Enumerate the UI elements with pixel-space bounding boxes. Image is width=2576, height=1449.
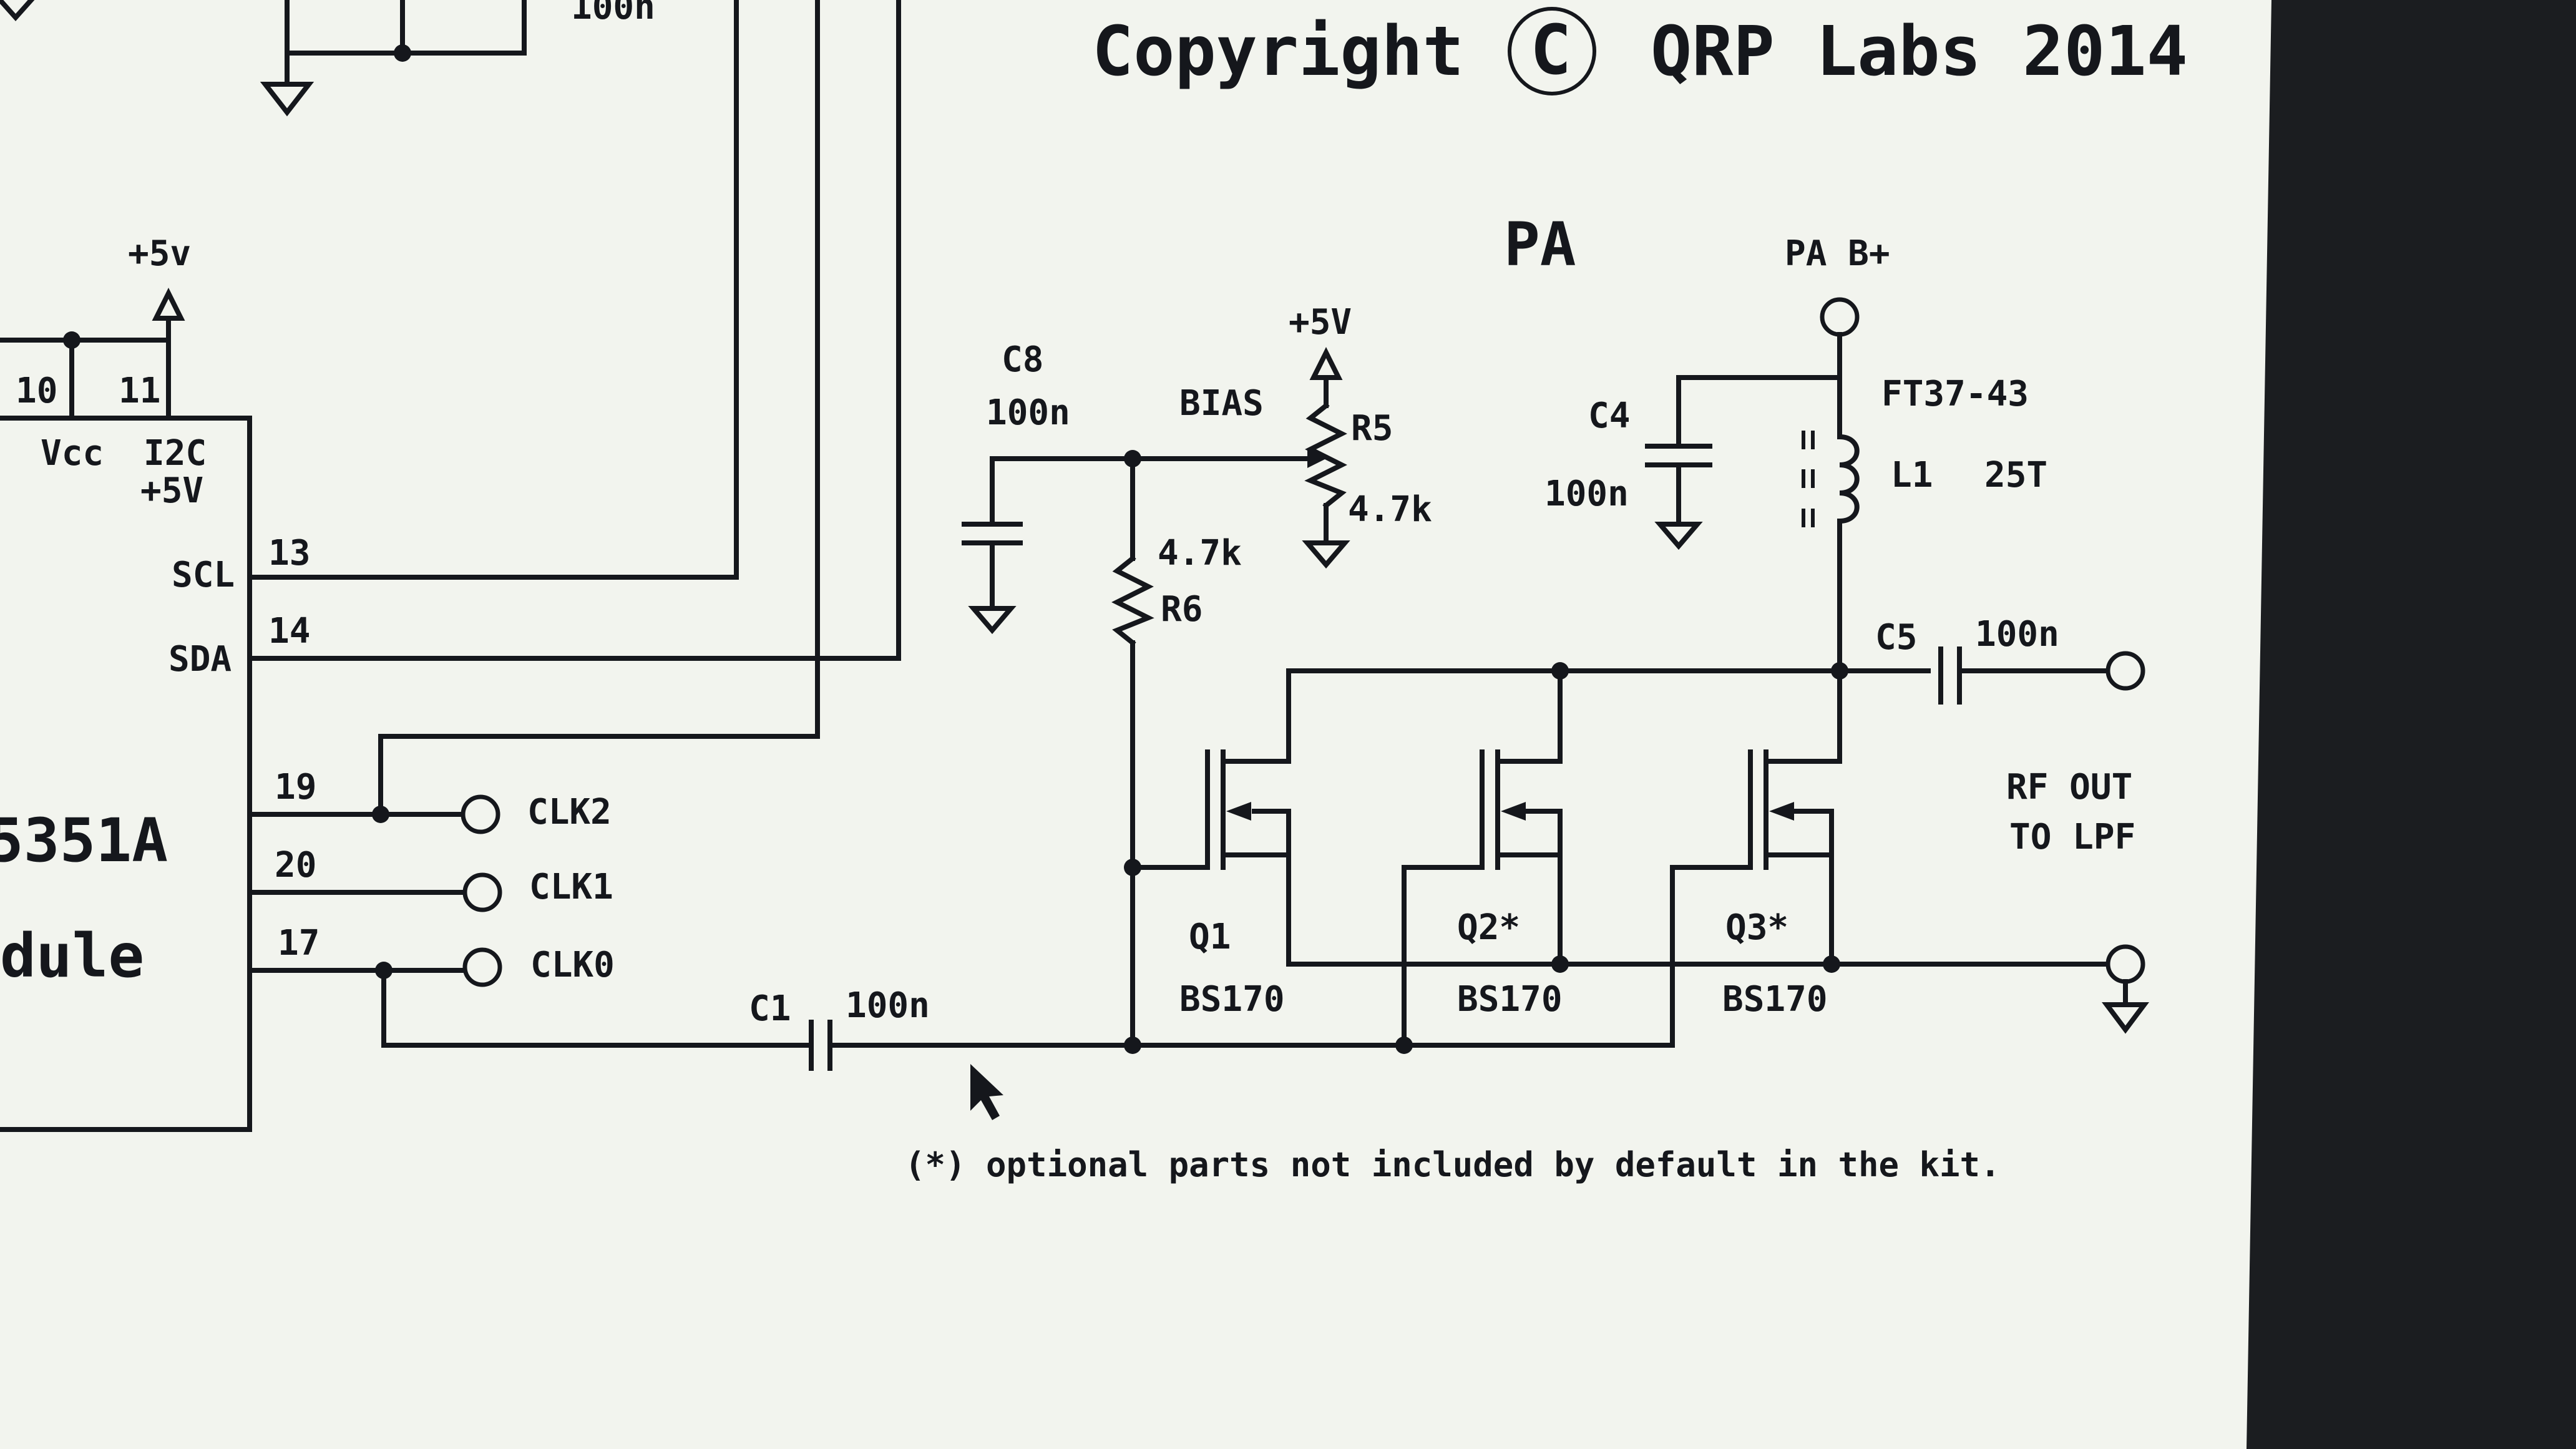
footnote: (*) optional parts not included by defau… bbox=[905, 1145, 2001, 1184]
r6-value: 4.7k bbox=[1158, 533, 1242, 573]
pin-14-number: 14 bbox=[268, 611, 310, 651]
right-bezel bbox=[2247, 0, 2576, 1449]
company-name: QRP Labs 2014 bbox=[1651, 11, 2188, 91]
pin-11-label: 11 bbox=[119, 371, 160, 411]
module-name: 5351A bbox=[0, 806, 168, 876]
q2-gate-wire bbox=[1402, 749, 1485, 1048]
rf-out-terminal bbox=[2105, 651, 2145, 691]
supply-junction bbox=[63, 331, 80, 349]
sda-wire bbox=[247, 0, 901, 661]
rf-out-line1: RF OUT bbox=[2006, 767, 2132, 807]
c1-left-wire bbox=[381, 968, 814, 1048]
pa-supply-terminal bbox=[1820, 297, 1860, 337]
r5-zigzag bbox=[1304, 402, 1347, 509]
q2-body bbox=[1523, 809, 1563, 857]
section-title: PA bbox=[1504, 210, 1576, 280]
top-fragment-value: 100n bbox=[571, 0, 655, 27]
c8-ground-symbol bbox=[968, 606, 1017, 635]
copyright-text: Copyright bbox=[1092, 11, 1464, 91]
c5-ref: C5 bbox=[1875, 617, 1917, 658]
top-left-corner bbox=[0, 0, 35, 22]
q1-body-arrow bbox=[1226, 802, 1251, 821]
clk2-terminal bbox=[461, 794, 500, 834]
q3-body-arrow bbox=[1769, 802, 1794, 821]
clk0-terminal bbox=[462, 947, 502, 987]
c4-value: 100n bbox=[1544, 474, 1629, 514]
vcc-label: Vcc bbox=[41, 433, 104, 474]
pin-17-number: 17 bbox=[278, 923, 320, 964]
q2-body-arrow bbox=[1501, 802, 1526, 821]
source-junction-q2 bbox=[1551, 955, 1569, 973]
clk0-label: CLK0 bbox=[530, 945, 615, 985]
clk1-terminal bbox=[462, 872, 502, 912]
module-sub: dule bbox=[0, 921, 144, 991]
clk2-label: CLK2 bbox=[527, 792, 612, 832]
copyright-circle bbox=[1508, 7, 1596, 95]
pa-supply-label: PA B+ bbox=[1785, 233, 1890, 274]
rf-out-line2: TO LPF bbox=[2009, 817, 2135, 857]
c8-ref: C8 bbox=[1002, 339, 1043, 380]
bias-label: BIAS bbox=[1179, 383, 1264, 424]
module-box bbox=[0, 416, 252, 1132]
mouse-pointer bbox=[970, 1064, 1003, 1120]
l1-core: FT37-43 bbox=[1881, 374, 2029, 414]
q1-ref: Q1 bbox=[1189, 917, 1231, 957]
c5-value: 100n bbox=[1975, 614, 2059, 655]
q1-part: BS170 bbox=[1179, 979, 1285, 1020]
r5-ref: R5 bbox=[1351, 408, 1393, 449]
module-plus5v-label: +5v bbox=[128, 233, 191, 274]
copyright-symbol: C bbox=[1530, 10, 1571, 90]
pin-19-number: 19 bbox=[275, 767, 316, 807]
scl-label: SCL bbox=[172, 555, 235, 595]
scl-wire bbox=[247, 0, 739, 580]
q3-gate-wire bbox=[1130, 749, 1753, 1048]
q3-body bbox=[1792, 809, 1834, 857]
c4-ground-symbol bbox=[1654, 522, 1703, 550]
r5-value: 4.7k bbox=[1348, 489, 1432, 530]
r5-ground-symbol bbox=[1302, 540, 1350, 569]
q1-body bbox=[1252, 809, 1291, 857]
q2-drain bbox=[1495, 668, 1563, 764]
clk2-junction bbox=[372, 806, 389, 823]
i2c-supply-label: +5V bbox=[140, 471, 203, 511]
pin-13-number: 13 bbox=[268, 533, 310, 573]
c8-wire bbox=[990, 456, 1300, 527]
q1-gate-wire bbox=[1130, 749, 1210, 870]
drain-junction-l1 bbox=[1831, 662, 1848, 680]
source-junction-q3 bbox=[1823, 955, 1840, 973]
q2-part: BS170 bbox=[1457, 979, 1563, 1020]
q3-ref: Q3* bbox=[1725, 907, 1788, 948]
top-fragment-junction bbox=[394, 44, 411, 62]
pin-10-label: 10 bbox=[16, 371, 57, 411]
r6-ref: R6 bbox=[1161, 589, 1203, 630]
top-ground-symbol bbox=[260, 82, 315, 117]
bias-plus5v-label: +5V bbox=[1289, 302, 1352, 343]
c4-wire bbox=[1676, 375, 1842, 449]
sda-label: SDA bbox=[168, 639, 232, 680]
c1-ref: C1 bbox=[749, 988, 791, 1029]
c4-ref: C4 bbox=[1588, 396, 1630, 436]
i2c-label: I2C bbox=[144, 433, 207, 474]
l1-ref: L1 bbox=[1891, 455, 1933, 495]
r5-wiper-arrow bbox=[1307, 449, 1326, 468]
c8-value: 100n bbox=[986, 393, 1070, 433]
l1-coil bbox=[1837, 434, 1860, 524]
pin-20-number: 20 bbox=[275, 845, 316, 886]
drain-bus bbox=[1286, 668, 1931, 764]
c1-value: 100n bbox=[846, 985, 930, 1026]
clk1-label: CLK1 bbox=[529, 867, 613, 907]
r6-zigzag bbox=[1111, 555, 1154, 646]
l1-turns: 25T bbox=[1984, 455, 2047, 495]
q2-ref: Q2* bbox=[1457, 907, 1520, 948]
ground-terminal bbox=[2105, 944, 2145, 984]
screen-area bbox=[0, 0, 2271, 1449]
q3-part: BS170 bbox=[1722, 979, 1828, 1020]
output-ground-symbol bbox=[2102, 1002, 2149, 1034]
clk2-bus-wire bbox=[378, 0, 820, 817]
